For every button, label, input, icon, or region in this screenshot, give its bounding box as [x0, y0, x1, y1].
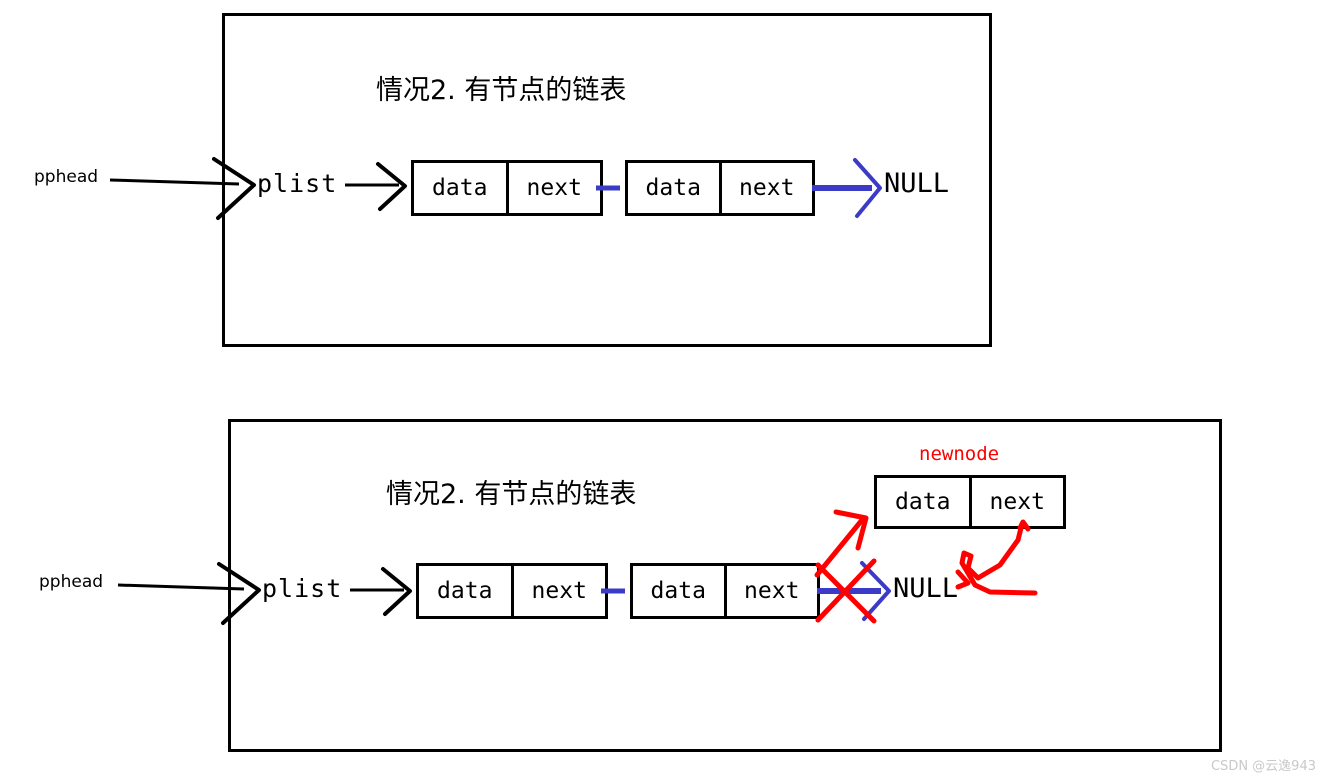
null-terminator-label: NULL — [884, 168, 950, 199]
csdn-watermark: CSDN @云逸943 — [1210, 759, 1316, 774]
newnode-label: newnode — [919, 443, 1000, 465]
node-data-cell: data — [432, 175, 488, 201]
node-next-cell: next — [723, 566, 818, 616]
newnode-node: data next — [874, 475, 1066, 529]
pphead-label: pphead — [34, 167, 99, 187]
node-next-cell: next — [718, 163, 813, 213]
list-node: data next — [416, 563, 608, 619]
list-node: data next — [411, 160, 603, 216]
null-terminator-label: NULL — [893, 573, 959, 604]
panel-title: 情况2. 有节点的链表 — [376, 75, 627, 106]
pphead-arrow-line — [109, 178, 240, 186]
panel-title: 情况2. 有节点的链表 — [386, 479, 637, 510]
newnode-data-cell: data — [895, 489, 951, 515]
panel-before — [222, 13, 992, 347]
node-data-cell: data — [645, 175, 701, 201]
plist-label: plist — [257, 169, 338, 198]
node-data-cell: data — [437, 578, 493, 604]
newnode-next-cell: next — [968, 478, 1064, 526]
node-data-cell: data — [650, 578, 706, 604]
list-node: data next — [630, 563, 820, 619]
plist-label: plist — [262, 574, 343, 603]
pphead-arrow-line — [117, 583, 245, 591]
pphead-label: pphead — [39, 572, 104, 592]
node-next-cell: next — [505, 163, 601, 213]
node-next-cell: next — [510, 566, 606, 616]
list-node: data next — [625, 160, 815, 216]
